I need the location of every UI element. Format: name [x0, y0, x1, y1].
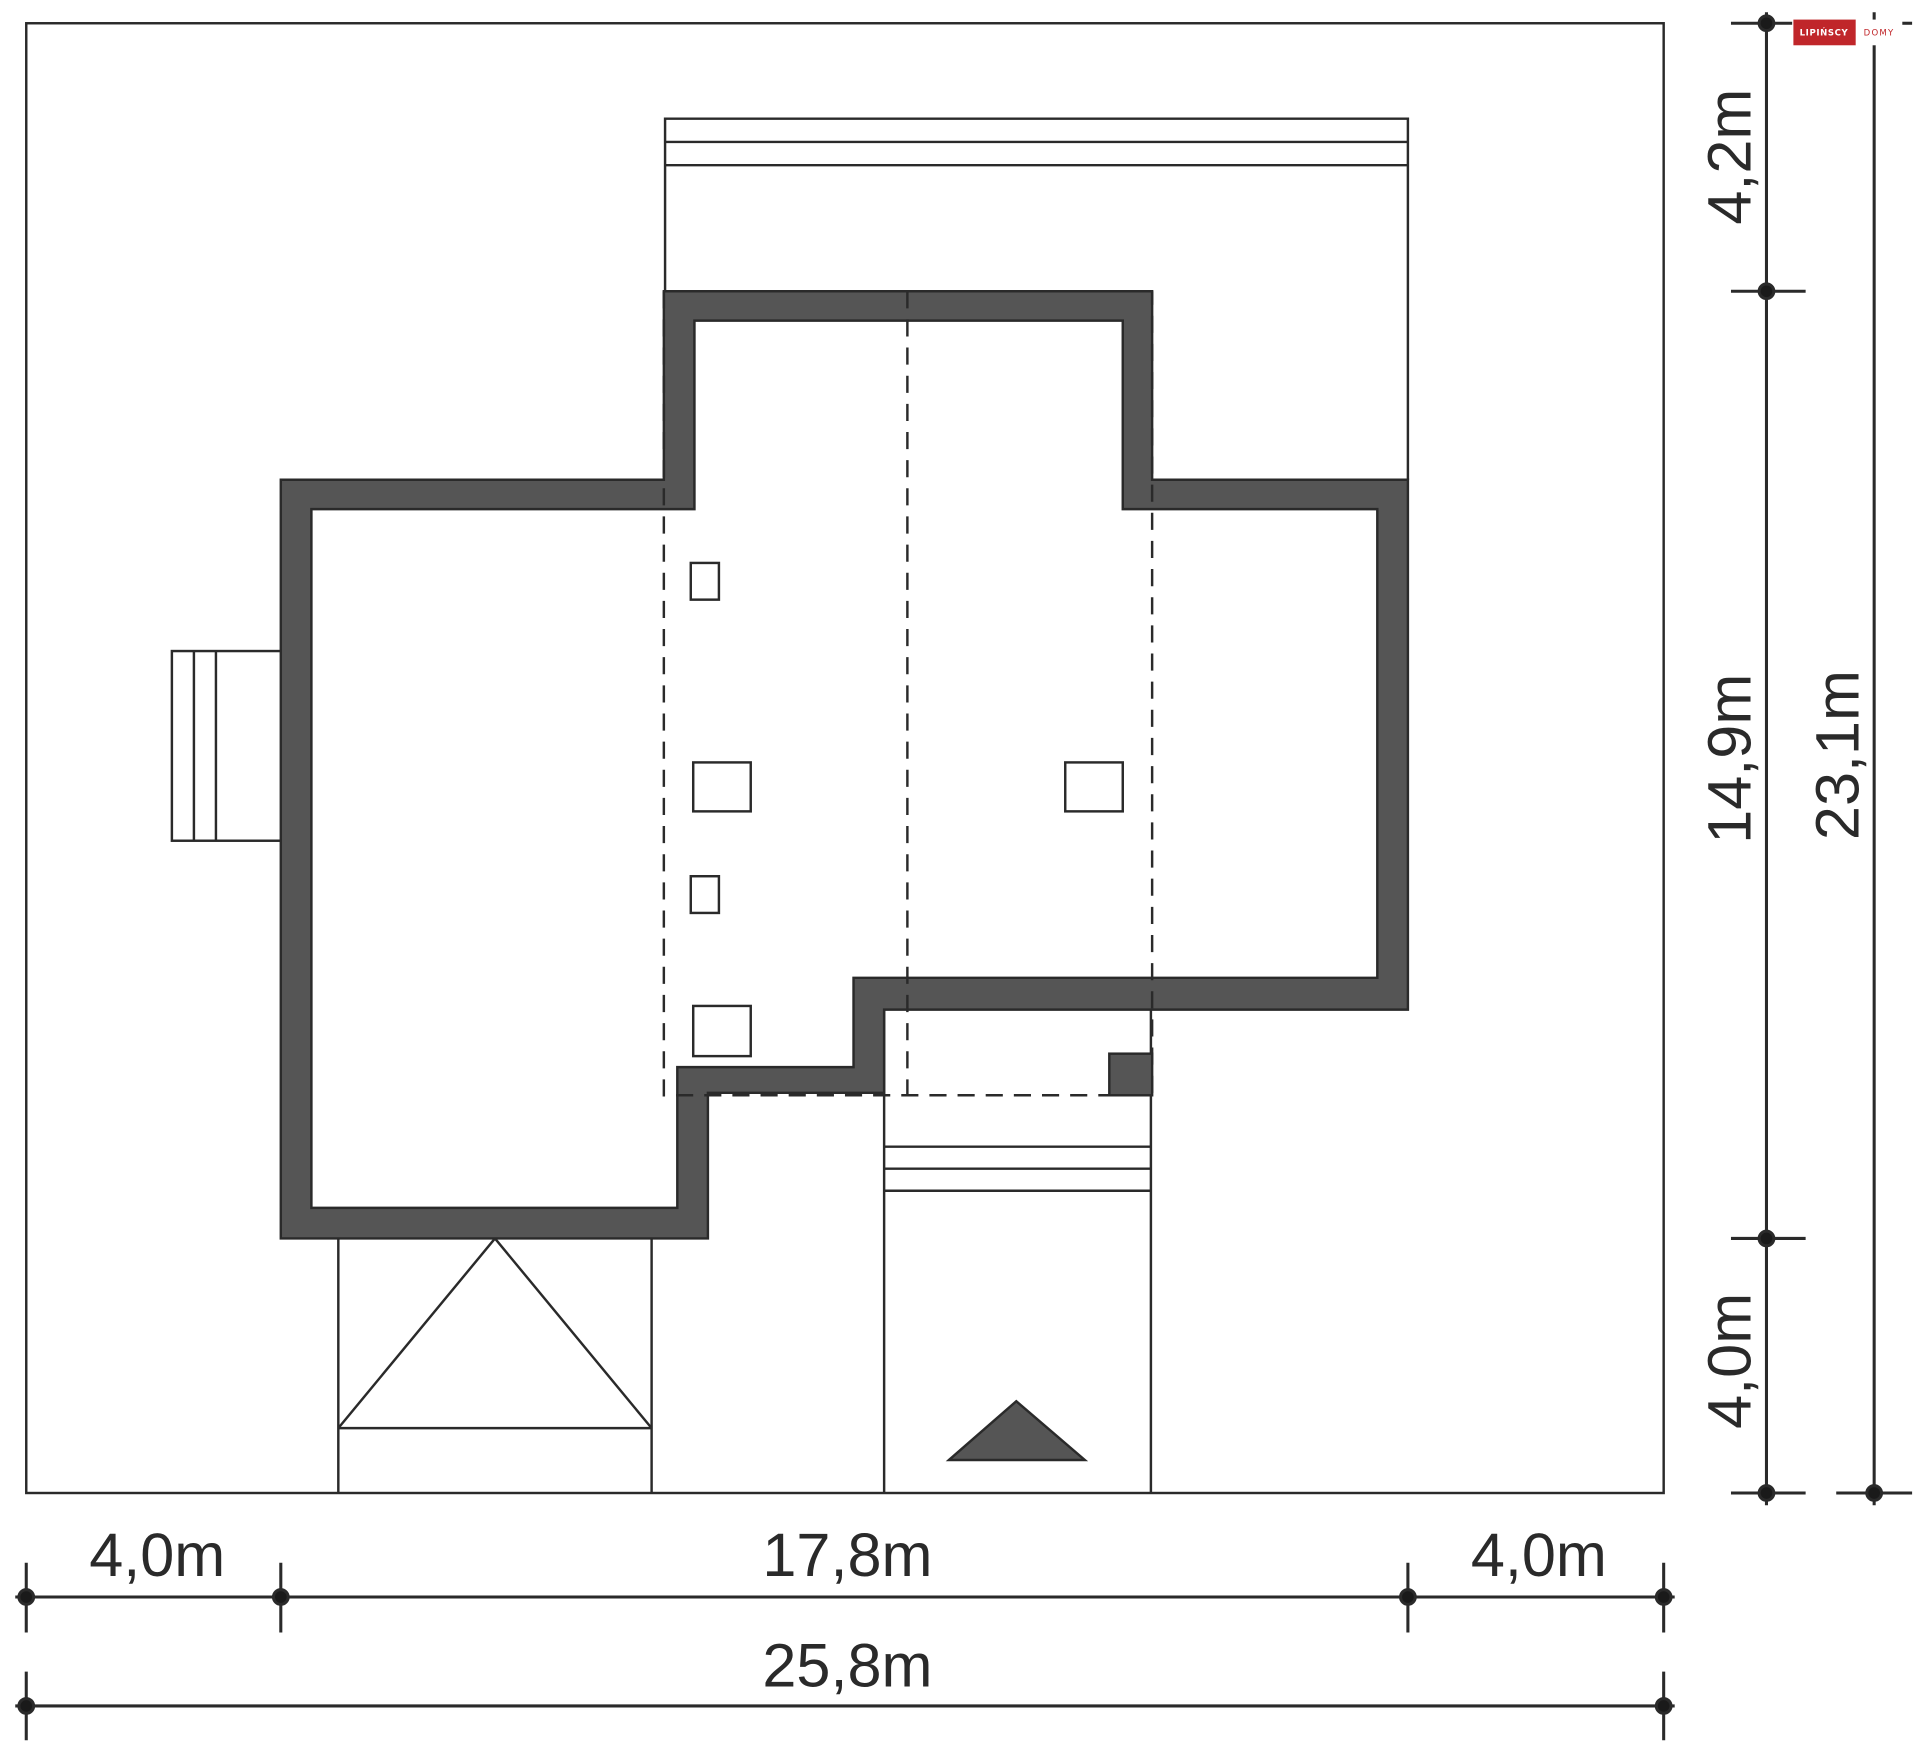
- skylight: [689, 874, 721, 915]
- dim-total-depth: 23,1m: [1803, 670, 1871, 840]
- building-walls: [279, 290, 1410, 1240]
- side-steps: [170, 649, 284, 842]
- dim-bottom-setback: 4,0m: [1696, 1293, 1764, 1429]
- logo-brand-text: LIPIŃSCY: [1800, 26, 1849, 38]
- chimney: [1108, 1052, 1154, 1097]
- logo-suffix-text: DOMY: [1864, 28, 1895, 38]
- dim-left-setback: 4,0m: [89, 1521, 225, 1589]
- entrance-arrow-icon: [945, 1399, 1089, 1462]
- carport: [337, 1236, 653, 1494]
- rear-terrace: [663, 117, 1410, 480]
- vertical-dimensions: [1730, 12, 1913, 1506]
- horizontal-dimensions: [15, 1562, 1675, 1741]
- skylight: [689, 561, 721, 601]
- skylight: [691, 761, 752, 813]
- roof-outline-dashed: [662, 291, 1154, 1097]
- dim-right-setback: 4,0m: [1471, 1521, 1607, 1589]
- skylight: [691, 1004, 752, 1058]
- brand-logo: LIPIŃSCY DOMY: [1792, 18, 1903, 46]
- dim-total-width: 25,8m: [762, 1631, 932, 1699]
- dim-building-width: 17,8m: [762, 1521, 932, 1589]
- plot-boundary: [25, 22, 1665, 1495]
- dim-building-depth: 14,9m: [1696, 674, 1764, 844]
- logo-badge: [1793, 19, 1856, 46]
- dim-top-setback: 4,2m: [1696, 89, 1764, 225]
- skylight: [1064, 761, 1124, 813]
